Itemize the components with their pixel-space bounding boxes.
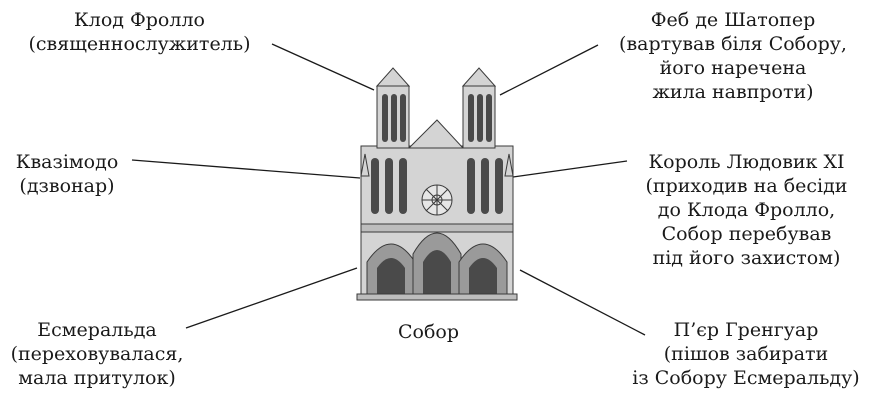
gringoire-line3: із Собору Есмеральду) — [632, 367, 860, 389]
quasimodo-name: Квазімодо — [15, 151, 119, 173]
gringoire-line2: (пішов забирати — [663, 343, 829, 365]
louis-line2: (приходив на бесіди — [645, 175, 848, 197]
leader-gringoire — [519, 269, 646, 336]
louis-line4: Собор перебував — [661, 223, 832, 245]
label-louis: Король Людовик XI (приходив на бесіди до… — [625, 150, 868, 270]
central-gable — [407, 119, 465, 149]
louis-name: Король Людовик XI — [648, 151, 845, 173]
label-quasimodo: Квазімодо (дзвонар) — [2, 150, 132, 198]
leader-esmeralda — [185, 267, 358, 329]
quasimodo-role: (дзвонар) — [19, 175, 115, 197]
gringoire-name: П’єр Гренгуар — [673, 319, 819, 341]
label-frollo: Клод Фролло (священнослужитель) — [2, 8, 277, 56]
esmeralda-line2: (переховувалася, — [10, 343, 184, 365]
rose-window — [421, 184, 453, 216]
center-label-cathedral: Собор — [398, 321, 460, 343]
leader-quasimodo — [131, 159, 361, 179]
esmeralda-line3: мала притулок) — [18, 367, 176, 389]
frollo-name: Клод Фролло — [74, 9, 205, 31]
label-esmeralda: Есмеральда (переховувалася, мала притуло… — [2, 318, 192, 390]
label-gringoire: П’єр Гренгуар (пішов забирати із Собору … — [622, 318, 870, 390]
phoebus-line4: жила навпроти) — [652, 81, 814, 103]
esmeralda-name: Есмеральда — [37, 319, 157, 341]
louis-line3: до Клода Фролло, — [657, 199, 836, 221]
label-phoebus: Феб де Шатопер (вартував біля Собору, йо… — [598, 8, 868, 104]
leader-louis — [512, 160, 628, 178]
phoebus-name: Феб де Шатопер — [650, 9, 816, 31]
cathedral-illustration — [356, 67, 518, 301]
leader-frollo — [271, 43, 375, 91]
phoebus-line2: (вартував біля Собору, — [619, 33, 847, 55]
frollo-role: (священнослужитель) — [28, 33, 251, 55]
louis-line5: під його захистом) — [652, 247, 841, 269]
phoebus-line3: його наречена — [659, 57, 807, 79]
leader-phoebus — [499, 44, 599, 96]
